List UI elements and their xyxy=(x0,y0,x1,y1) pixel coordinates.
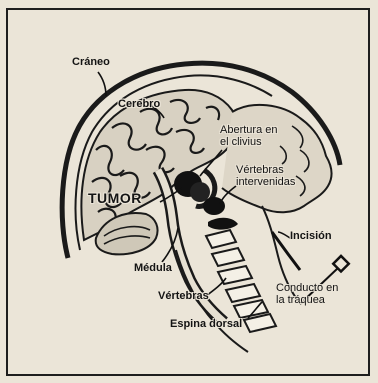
label-conducto-traquea: Conducto en la tráquea xyxy=(276,282,338,306)
label-tumor: TUMOR xyxy=(88,192,142,204)
face-region xyxy=(222,105,332,212)
label-abertura-clivius: Abertura en el clivius xyxy=(220,124,277,148)
label-craneo: Cráneo xyxy=(72,56,110,68)
label-vertebras-intervenidas: Vértebras intervenidas xyxy=(236,164,295,188)
label-conducto-line1: Conducto en xyxy=(276,282,338,294)
label-espina-dorsal: Espina dorsal xyxy=(170,318,242,330)
label-abertura-line2: el clivius xyxy=(220,136,277,148)
label-medula: Médula xyxy=(134,262,172,274)
label-vertebras-int-line2: intervenidas xyxy=(236,176,295,188)
label-vertebras-int-line1: Vértebras xyxy=(236,164,295,176)
label-incision: Incisión xyxy=(290,230,332,242)
label-vertebras: Vértebras xyxy=(158,290,209,302)
tumor-shadow xyxy=(190,182,210,202)
label-cerebro: Cerebro xyxy=(118,98,160,110)
label-abertura-line1: Abertura en xyxy=(220,124,277,136)
operated-vertebra-2 xyxy=(208,218,238,230)
label-conducto-line2: la tráquea xyxy=(276,294,338,306)
